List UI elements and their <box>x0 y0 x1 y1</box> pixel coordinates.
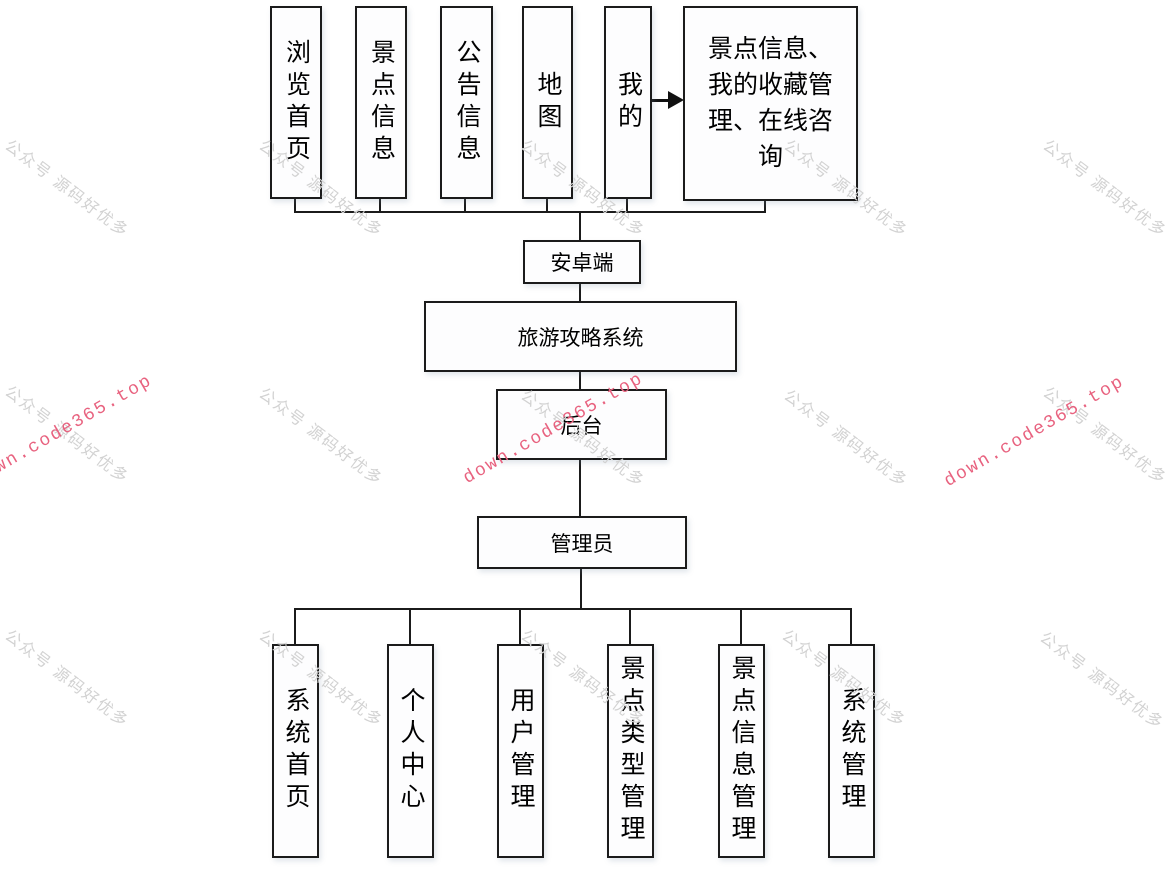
connector-system-to-backend <box>579 371 581 389</box>
node-mine: 我的 <box>604 6 652 199</box>
watermark-brand: 公众号 源码好优多 <box>255 385 386 490</box>
connector-stub-personal-center <box>409 610 411 644</box>
node-android-client-label: 安卓端 <box>550 251 614 275</box>
connector-stub-mine-detail <box>764 199 766 212</box>
connector-backend-to-admin <box>579 459 581 516</box>
watermark-brand: 公众号 源码好优多 <box>1 627 132 732</box>
connector-stub-scenic-info <box>379 199 381 212</box>
connector-stub-system-mgmt <box>850 610 852 644</box>
node-personal-center: 个人中心 <box>387 644 434 858</box>
connector-stub-mine <box>626 199 628 212</box>
connector-bus-to-android <box>579 213 581 240</box>
node-admin-home-label: 系统首页 <box>282 687 309 815</box>
node-map-label: 地图 <box>534 70 561 135</box>
connector-bus-top <box>294 211 766 213</box>
node-admin-label: 管理员 <box>550 531 614 556</box>
watermark-brand: 公众号 源码好优多 <box>1 137 132 242</box>
connector-stub-map <box>546 199 548 212</box>
connector-stub-scenic-type-mgmt <box>629 610 631 644</box>
node-system-title: 旅游攻略系统 <box>424 301 737 372</box>
connector-bus-bottom <box>294 608 852 610</box>
node-admin-home: 系统首页 <box>272 644 319 858</box>
watermark-site: down.code365.top <box>941 371 1129 492</box>
node-notice-info: 公告信息 <box>440 6 493 199</box>
connector-stub-user-mgmt <box>519 610 521 644</box>
node-mine-label: 我的 <box>614 70 642 135</box>
node-user-mgmt-label: 用户管理 <box>507 687 534 815</box>
connector-android-to-system <box>579 283 581 301</box>
connector-stub-admin-home <box>294 610 296 644</box>
node-mine-detail: 景点信息、我的收藏管理、在线咨询 <box>683 6 858 201</box>
node-backend: 后台 <box>496 389 667 460</box>
node-scenic-info-label: 景点信息 <box>367 38 395 167</box>
node-mine-detail-label: 景点信息、我的收藏管理、在线咨询 <box>707 35 833 171</box>
connector-stub-scenic-info-mgmt <box>740 610 742 644</box>
node-backend-label: 后台 <box>560 413 603 438</box>
node-notice-info-label: 公告信息 <box>453 38 480 167</box>
connector-admin-to-bus <box>580 569 582 608</box>
node-system-mgmt: 系统管理 <box>828 644 875 858</box>
watermark-brand: 公众号 源码好优多 <box>1039 384 1170 489</box>
node-system-title-label: 旅游攻略系统 <box>517 325 644 350</box>
connector-stub-notice-info <box>464 199 466 212</box>
node-browse-home: 浏览首页 <box>270 6 322 199</box>
watermark-brand: 公众号 源码好优多 <box>1039 137 1170 242</box>
watermark-brand: 公众号 源码好优多 <box>1036 629 1167 734</box>
node-android-client: 安卓端 <box>523 240 641 284</box>
watermark-brand: 公众号 源码好优多 <box>1 383 132 488</box>
node-scenic-type-mgmt: 景点类型管理 <box>607 644 654 858</box>
node-scenic-info: 景点信息 <box>355 6 407 199</box>
arrow-connector-line <box>652 99 671 102</box>
node-admin: 管理员 <box>477 516 687 569</box>
node-scenic-info-mgmt: 景点信息管理 <box>718 644 765 858</box>
watermark-brand: 公众号 源码好优多 <box>780 387 911 492</box>
node-scenic-info-mgmt-label: 景点信息管理 <box>728 655 755 847</box>
node-personal-center-label: 个人中心 <box>397 687 424 815</box>
watermark-site: down.code365.top <box>0 370 157 491</box>
node-scenic-type-mgmt-label: 景点类型管理 <box>617 655 644 847</box>
node-user-mgmt: 用户管理 <box>497 644 544 858</box>
node-browse-home-label: 浏览首页 <box>282 38 310 167</box>
arrow-right-icon <box>668 91 684 109</box>
node-system-mgmt-label: 系统管理 <box>838 687 865 815</box>
node-map: 地图 <box>522 6 573 199</box>
connector-stub-browse-home <box>294 199 296 212</box>
